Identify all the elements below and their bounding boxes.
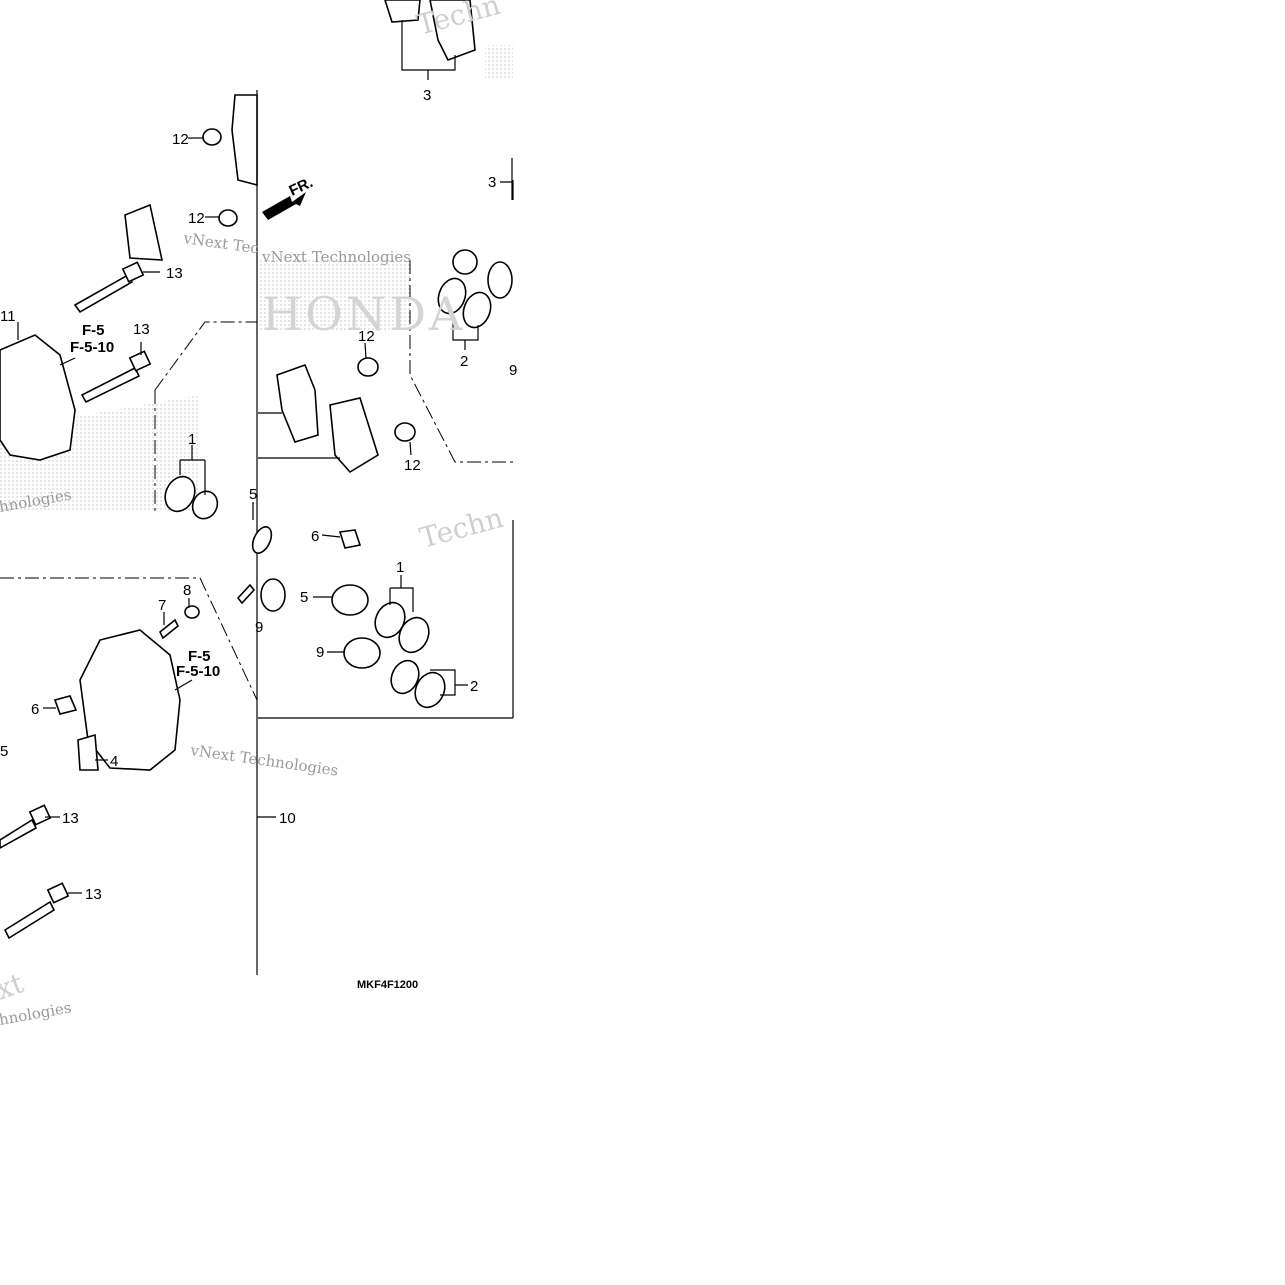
ref-label: F-5 (188, 648, 211, 665)
callout-number: 3 (423, 87, 431, 104)
callout-number: 11 (0, 308, 16, 325)
callout-number: 2 (470, 678, 478, 695)
front-direction-arrow: FR. (262, 174, 316, 220)
callout-number: 5 (249, 486, 257, 503)
callout-number: 5 (0, 743, 8, 760)
callout-number: 9 (509, 362, 517, 379)
drawing-code: MKF4F1200 (357, 979, 418, 991)
ref-label: F-5 (82, 322, 105, 339)
callout-number: 5 (300, 589, 308, 606)
callout-number: 12 (358, 328, 375, 345)
watermark-text-7: xt (0, 966, 29, 1007)
callout-number: 13 (62, 810, 79, 827)
callout-number: 13 (133, 321, 150, 338)
callout-number: 1 (188, 431, 196, 448)
callout-number: 13 (166, 265, 183, 282)
callout-numbers: 3 12 3 12 13 11 13 12 2 9 1 12 5 6 8 7 1… (0, 87, 517, 903)
callout-number: 8 (183, 582, 191, 599)
caliper-body-lower (77, 629, 181, 771)
leader-lines (17, 20, 513, 894)
callout-number: 6 (31, 701, 39, 718)
pad-spring-clips (53, 529, 362, 715)
bolts (0, 261, 256, 940)
callout-number: 3 (488, 174, 496, 191)
callout-number: 7 (158, 597, 166, 614)
callout-number: 1 (396, 559, 404, 576)
watermark-text-6: vNext Technologies (188, 741, 339, 780)
pistons (260, 261, 513, 669)
brake-pads-top (124, 0, 476, 474)
callout-number: 6 (311, 528, 319, 545)
callout-number: 4 (110, 753, 118, 770)
seal-rings (164, 249, 492, 709)
ref-label: F-5-10 (176, 663, 220, 680)
callout-number: 2 (460, 353, 468, 370)
callout-number: 12 (188, 210, 205, 227)
callout-number: 10 (279, 810, 296, 827)
callout-number: 13 (85, 886, 102, 903)
callout-number: 9 (255, 619, 263, 636)
caliper-body-upper (0, 94, 258, 461)
callout-number: 9 (316, 644, 324, 661)
ref-label: F-5-10 (70, 339, 114, 356)
watermark-text-3: vNext Technologies (261, 248, 411, 266)
brand-watermark: HONDA (262, 287, 465, 341)
callout-number: 12 (404, 457, 421, 474)
washers (184, 128, 416, 619)
reference-labels: F-5 F-5-10 F-5 F-5-10 (70, 322, 220, 680)
watermark-text-5: Techn (416, 501, 506, 555)
callout-number: 12 (172, 131, 189, 148)
front-direction-label: FR. (287, 174, 316, 200)
watermark-text-2: vNext Tec (181, 229, 260, 258)
kit-boundaries (0, 260, 513, 701)
